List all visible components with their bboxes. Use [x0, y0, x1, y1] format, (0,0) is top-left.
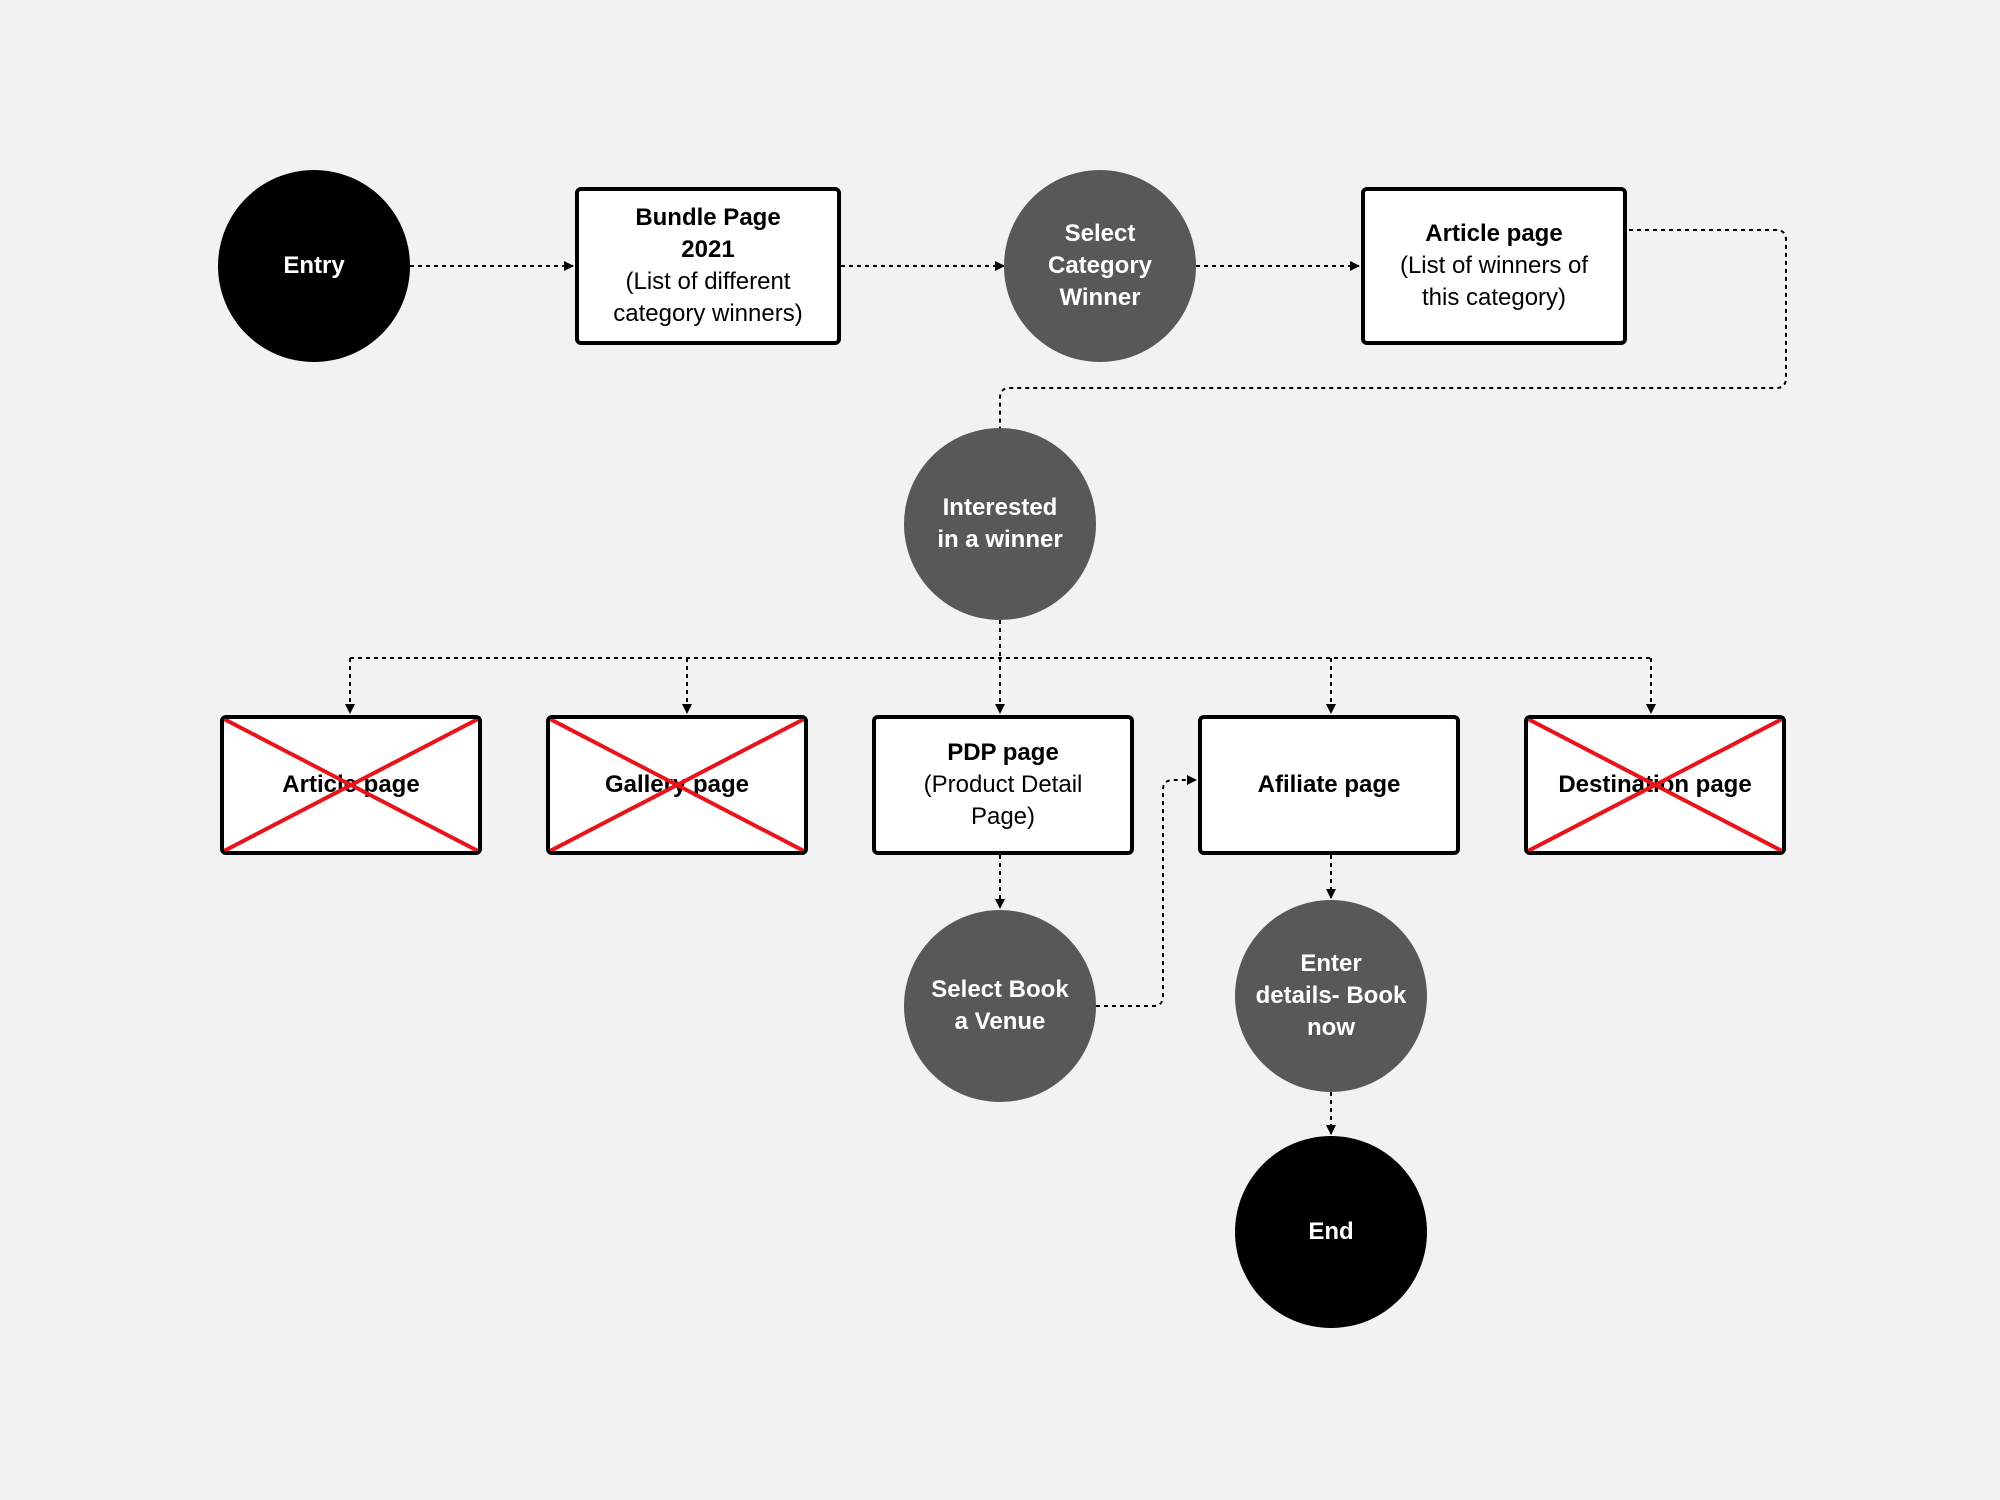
gallery-option-title: Gallery page — [604, 771, 750, 798]
select-book-node: Select Book a Venue — [904, 910, 1096, 1102]
pdp-page-subtitle: (Product Detail Page) — [923, 771, 1083, 830]
article-option-node: Article page — [220, 715, 482, 855]
destination-option-node: Destination page — [1524, 715, 1786, 855]
edge-selectbook-affiliate — [1096, 775, 1197, 1007]
edge-article-interested — [999, 229, 1787, 428]
interested-node: Interested in a winner — [904, 428, 1096, 620]
end-label: End — [1308, 1218, 1354, 1245]
article-option-title: Article page — [282, 771, 420, 798]
enter-details-label: Enter details- Book now — [1255, 950, 1407, 1041]
pdp-page-node: PDP page (Product Detail Page) — [872, 715, 1134, 855]
article-page-top-subtitle: (List of winners of this category) — [1399, 252, 1589, 311]
enter-details-node: Enter details- Book now — [1235, 900, 1427, 1092]
select-book-label: Select Book a Venue — [931, 976, 1069, 1035]
article-page-top-node: Article page (List of winners of this ca… — [1361, 187, 1627, 345]
pdp-page-title: PDP page — [947, 739, 1059, 766]
entry-label: Entry — [283, 252, 345, 279]
gallery-option-node: Gallery page — [546, 715, 808, 855]
bundle-page-title: Bundle Page 2021 — [635, 204, 781, 263]
end-node: End — [1235, 1136, 1427, 1328]
affiliate-page-title: Afiliate page — [1257, 771, 1401, 798]
bundle-page-subtitle: (List of different category winners) — [613, 268, 803, 327]
bundle-page-node: Bundle Page 2021 (List of different cate… — [575, 187, 841, 345]
entry-node: Entry — [218, 170, 410, 362]
select-category-node: Select Category Winner — [1004, 170, 1196, 362]
affiliate-page-node: Afiliate page — [1198, 715, 1460, 855]
select-category-label: Select Category Winner — [1047, 220, 1153, 311]
article-page-top-title: Article page — [1425, 220, 1563, 247]
destination-option-title: Destination page — [1558, 771, 1752, 798]
interested-label: Interested in a winner — [937, 494, 1063, 553]
